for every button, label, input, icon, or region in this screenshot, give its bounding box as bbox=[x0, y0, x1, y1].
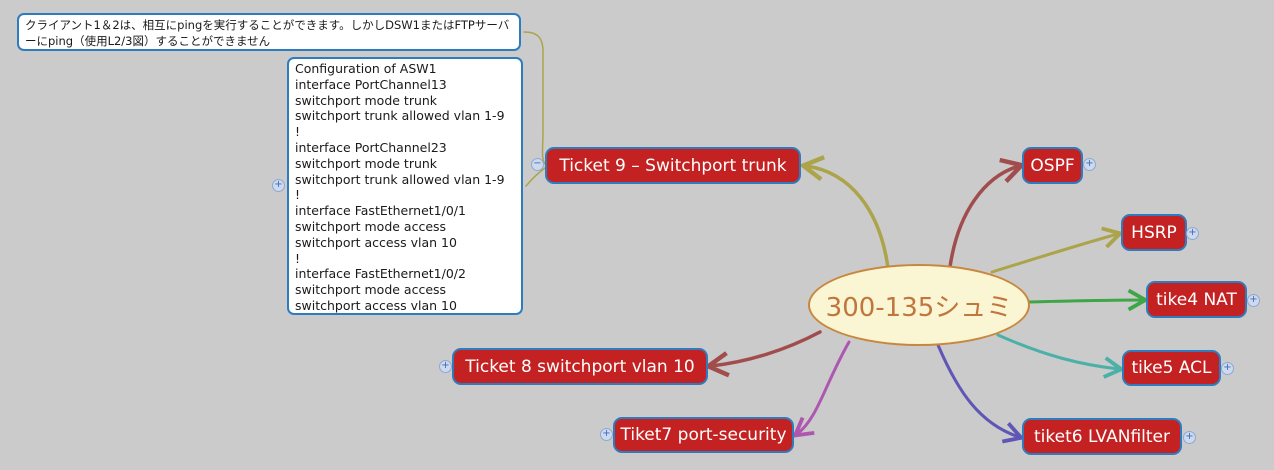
edge-root-tike5 bbox=[996, 333, 1126, 379]
note-asw1-config[interactable]: Configuration of ASW1 interface PortChan… bbox=[287, 57, 523, 315]
fold-toggle-ticket8-expand-icon[interactable]: + bbox=[439, 360, 452, 373]
fold-toggle-hsrp-expand-icon[interactable]: + bbox=[1186, 227, 1199, 240]
edge-root-hsrp bbox=[990, 226, 1125, 274]
fold-toggle-ticket9-collapse-icon[interactable]: − bbox=[531, 158, 544, 171]
node-ticket9-switchport-trunk[interactable]: Ticket 9 – Switchport trunk bbox=[545, 147, 801, 184]
node-tike4-nat[interactable]: tike4 NAT bbox=[1146, 281, 1247, 318]
node-tiket7-port-security[interactable]: Tiket7 port-security bbox=[613, 417, 794, 453]
node-ticket8-switchport-vlan10[interactable]: Ticket 8 switchport vlan 10 bbox=[452, 348, 708, 385]
edge-root-ticket9 bbox=[798, 155, 890, 270]
edge-root-ticket8 bbox=[703, 330, 822, 378]
fold-toggle-tike5-expand-icon[interactable]: + bbox=[1221, 362, 1234, 375]
edge-root-tiket7 bbox=[792, 340, 851, 438]
edge-root-ospf bbox=[948, 157, 1027, 269]
node-ospf[interactable]: OSPF bbox=[1022, 147, 1083, 184]
note-ping-symptom[interactable]: クライアント1＆2は、相互にpingを実行することができます。しかしDSW1また… bbox=[17, 13, 521, 51]
edge-root-tike4 bbox=[1027, 288, 1150, 312]
node-tike5-acl[interactable]: tike5 ACL bbox=[1122, 350, 1221, 386]
node-hsrp[interactable]: HSRP bbox=[1121, 214, 1187, 251]
edge-ticket9-note-config bbox=[525, 167, 546, 187]
fold-toggle-tiket6-expand-icon[interactable]: + bbox=[1183, 431, 1196, 444]
fold-toggle-config-note-expand-icon[interactable]: + bbox=[272, 179, 285, 192]
fold-toggle-tike4-expand-icon[interactable]: + bbox=[1247, 294, 1260, 307]
node-tiket6-vlanfilter[interactable]: tiket6 LVANfilter bbox=[1022, 418, 1182, 455]
fold-toggle-ospf-expand-icon[interactable]: + bbox=[1083, 158, 1096, 171]
root-node-300-135[interactable]: 300-135シュミ bbox=[808, 264, 1030, 346]
edge-ticket9-note-ping bbox=[523, 31, 546, 165]
edge-root-tiket6 bbox=[936, 343, 1025, 444]
fold-toggle-tiket7-expand-icon[interactable]: + bbox=[600, 428, 613, 441]
